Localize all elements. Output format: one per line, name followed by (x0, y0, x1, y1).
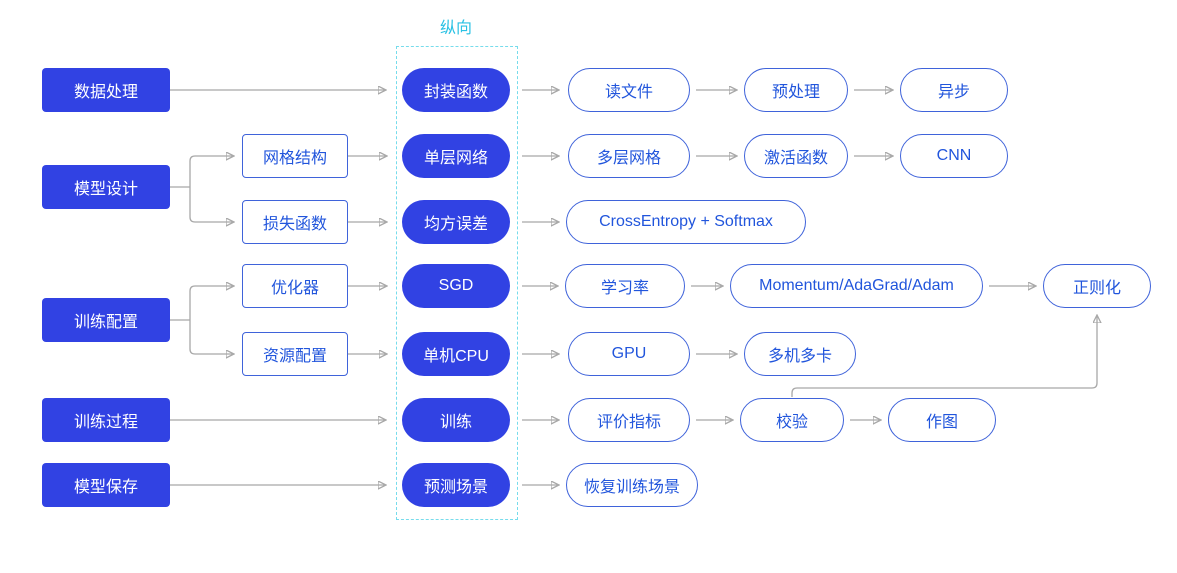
node-mse: 均方误差 (402, 200, 510, 244)
connector-model-design-to-net-structure (189, 156, 233, 187)
node-wrap-function: 封装函数 (402, 68, 510, 112)
node-crossentropy: CrossEntropy + Softmax (566, 200, 806, 244)
node-single-layer: 单层网络 (402, 134, 510, 178)
node-learning-rate: 学习率 (565, 264, 685, 308)
node-multi-layer: 多层网格 (568, 134, 690, 178)
node-loss-function: 损失函数 (242, 200, 348, 244)
node-regularization: 正则化 (1043, 264, 1151, 308)
node-sgd: SGD (402, 264, 510, 308)
connector-validation-to-regularization (791, 316, 1097, 397)
vertical-group-label: 纵向 (439, 20, 472, 37)
node-async: 异步 (900, 68, 1008, 112)
node-train-config: 训练配置 (42, 298, 170, 342)
node-predict-scene: 预测场景 (402, 463, 510, 507)
node-momentum: Momentum/AdaGrad/Adam (730, 264, 983, 308)
connector-group (170, 90, 1097, 485)
node-metrics: 评价指标 (568, 398, 690, 442)
node-plotting: 作图 (888, 398, 996, 442)
node-restore-training: 恢复训练场景 (566, 463, 698, 507)
node-net-structure: 网格结构 (242, 134, 348, 178)
node-single-cpu: 单机CPU (402, 332, 510, 376)
node-model-design: 模型设计 (42, 165, 170, 209)
node-resource-config: 资源配置 (242, 332, 348, 376)
node-cnn: CNN (900, 134, 1008, 178)
node-gpu: GPU (568, 332, 690, 376)
node-training: 训练 (402, 398, 510, 442)
node-activation: 激活函数 (744, 134, 848, 178)
connector-train-config-to-optimizer (189, 286, 233, 320)
node-model-save: 模型保存 (42, 463, 170, 507)
node-optimizer: 优化器 (242, 264, 348, 308)
node-read-file: 读文件 (568, 68, 690, 112)
node-validation: 校验 (740, 398, 844, 442)
node-train-process: 训练过程 (42, 398, 170, 442)
connector-model-design-to-loss-function (189, 187, 233, 222)
node-multi-machine: 多机多卡 (744, 332, 856, 376)
connector-train-config-to-resource-config (189, 320, 233, 354)
vertical-group-outline (396, 46, 518, 520)
node-data-processing: 数据处理 (42, 68, 170, 112)
node-preprocess: 预处理 (744, 68, 848, 112)
